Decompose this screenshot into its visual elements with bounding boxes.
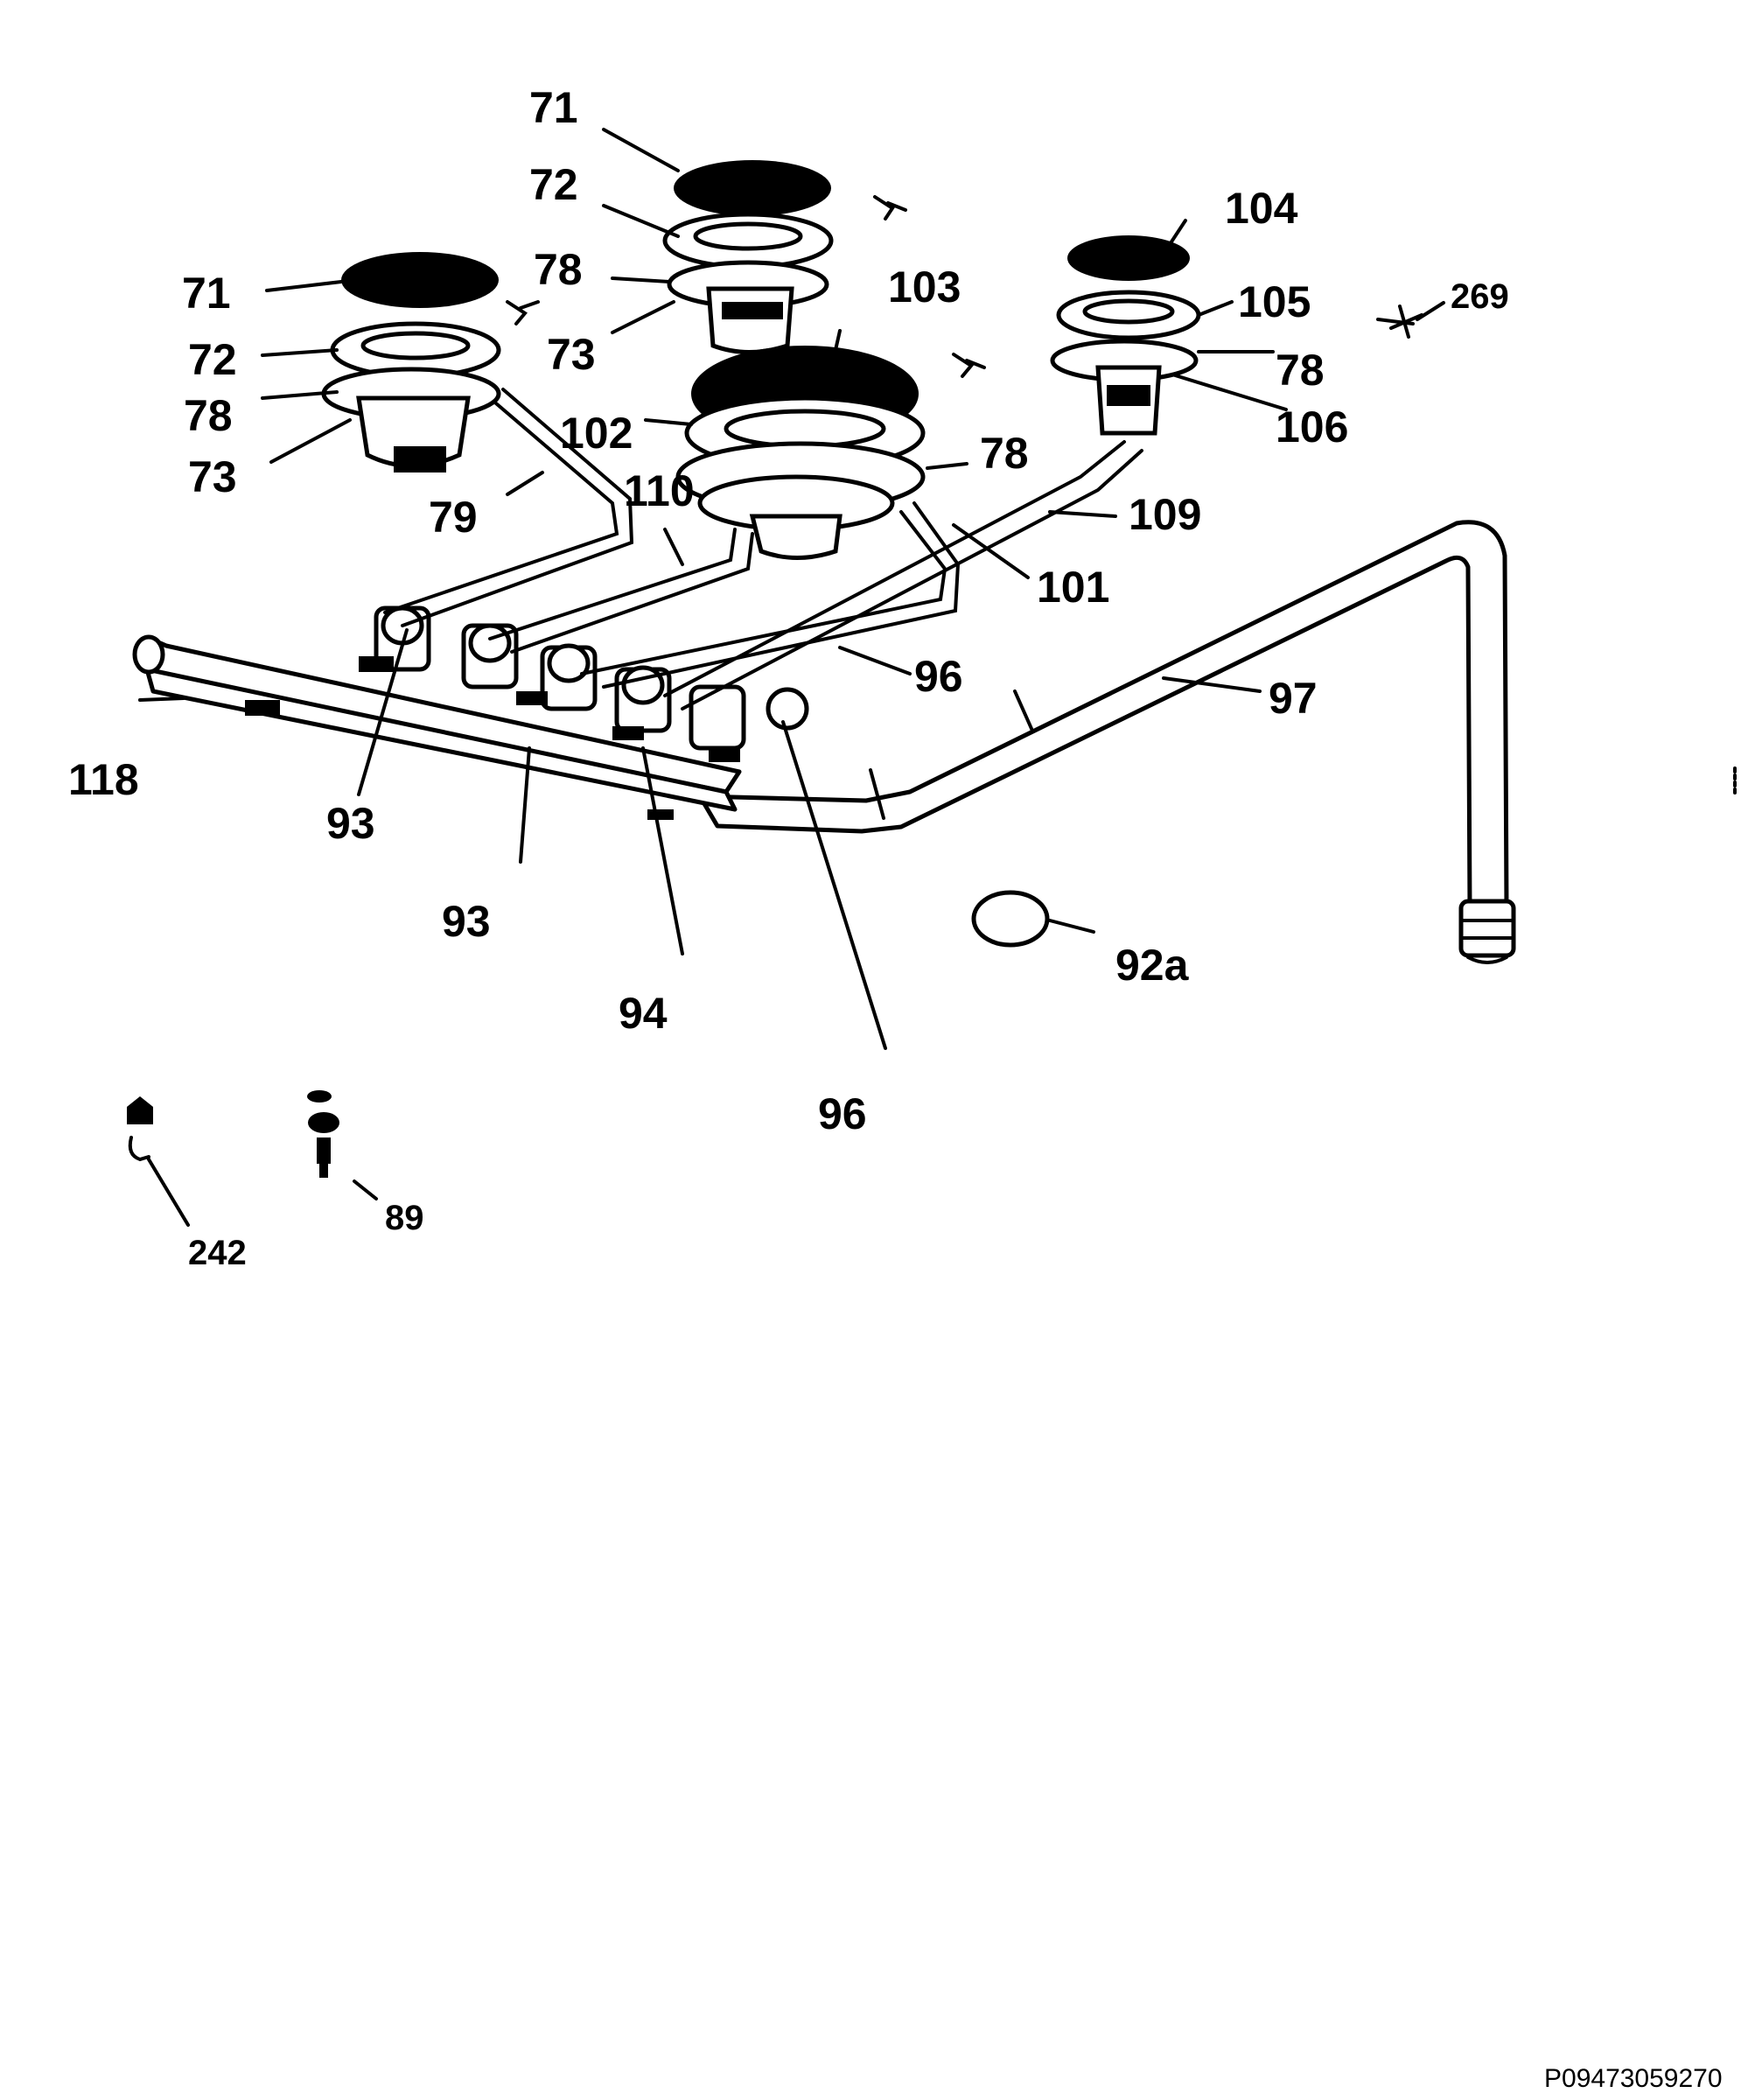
part-label-78-right: 78: [1276, 346, 1325, 395]
burner-cap-71-rear: [674, 160, 831, 216]
part-label-102: 102: [560, 409, 633, 458]
burner-left: [321, 252, 501, 472]
part-label-96-upper: 96: [914, 652, 963, 701]
part-label-118: 118: [68, 755, 139, 804]
part-label-72-rear: 72: [529, 160, 578, 209]
part-label-78-left: 78: [184, 391, 233, 440]
part-label-71-rear: 71: [529, 83, 578, 132]
burner-tube-109: [663, 440, 1126, 697]
spring-clip-242: [127, 1096, 153, 1162]
burner-tube-110: [488, 528, 737, 640]
burner-cap-104: [1067, 235, 1190, 281]
screw-icon: [952, 353, 986, 378]
part-label-101: 101: [1037, 563, 1109, 612]
pipe-end-fitting: [1458, 899, 1516, 958]
gas-pipework: [132, 388, 1516, 964]
burner-tube-96: [580, 510, 947, 676]
burner-tube-79: [383, 396, 619, 614]
part-label-242: 242: [188, 1234, 247, 1272]
screw-icon: [506, 300, 540, 326]
part-label-71-left: 71: [182, 269, 231, 318]
clip-269-icon: [1376, 304, 1423, 339]
part-label-106: 106: [1276, 402, 1348, 452]
part-label-96-lower: 96: [818, 1089, 867, 1138]
part-label-269: 269: [1451, 277, 1509, 316]
part-label-97: 97: [1269, 674, 1318, 723]
burner-base-73-rear: [706, 286, 794, 354]
part-label-109: 109: [1129, 490, 1201, 539]
burner-rear: [662, 160, 834, 354]
part-label-105: 105: [1238, 277, 1311, 326]
screw-89: [307, 1090, 339, 1178]
part-label-78-large: 78: [980, 429, 1029, 478]
part-labels: 71 72 78 73 71 72 78 73 79 103 102 110 7…: [68, 83, 1723, 2093]
part-label-73-left: 73: [188, 452, 237, 501]
burner-right: [1050, 235, 1201, 436]
drawing-code: P09473059270: [1544, 2064, 1723, 2093]
screw-icon: [873, 195, 907, 220]
small-parts: [127, 195, 1737, 1178]
part-label-104: 104: [1225, 184, 1298, 233]
part-label-93-left: 93: [326, 799, 375, 848]
part-label-94: 94: [619, 989, 668, 1038]
part-label-73-rear: 73: [547, 330, 596, 379]
part-label-78-rear: 78: [534, 245, 583, 294]
gas-valves: [245, 606, 809, 820]
part-label-72-left: 72: [188, 335, 237, 384]
o-ring-92a: [971, 890, 1050, 948]
part-label-89: 89: [385, 1199, 424, 1237]
part-label-103: 103: [888, 262, 961, 312]
part-label-93-center: 93: [442, 897, 491, 946]
part-label-92a: 92a: [1115, 941, 1190, 990]
part-label-110: 110: [624, 466, 695, 515]
leader-lines: [138, 128, 1445, 1227]
burner-cap-71-left: [341, 252, 499, 308]
burner-large: [675, 346, 926, 560]
part-label-79: 79: [429, 493, 478, 542]
